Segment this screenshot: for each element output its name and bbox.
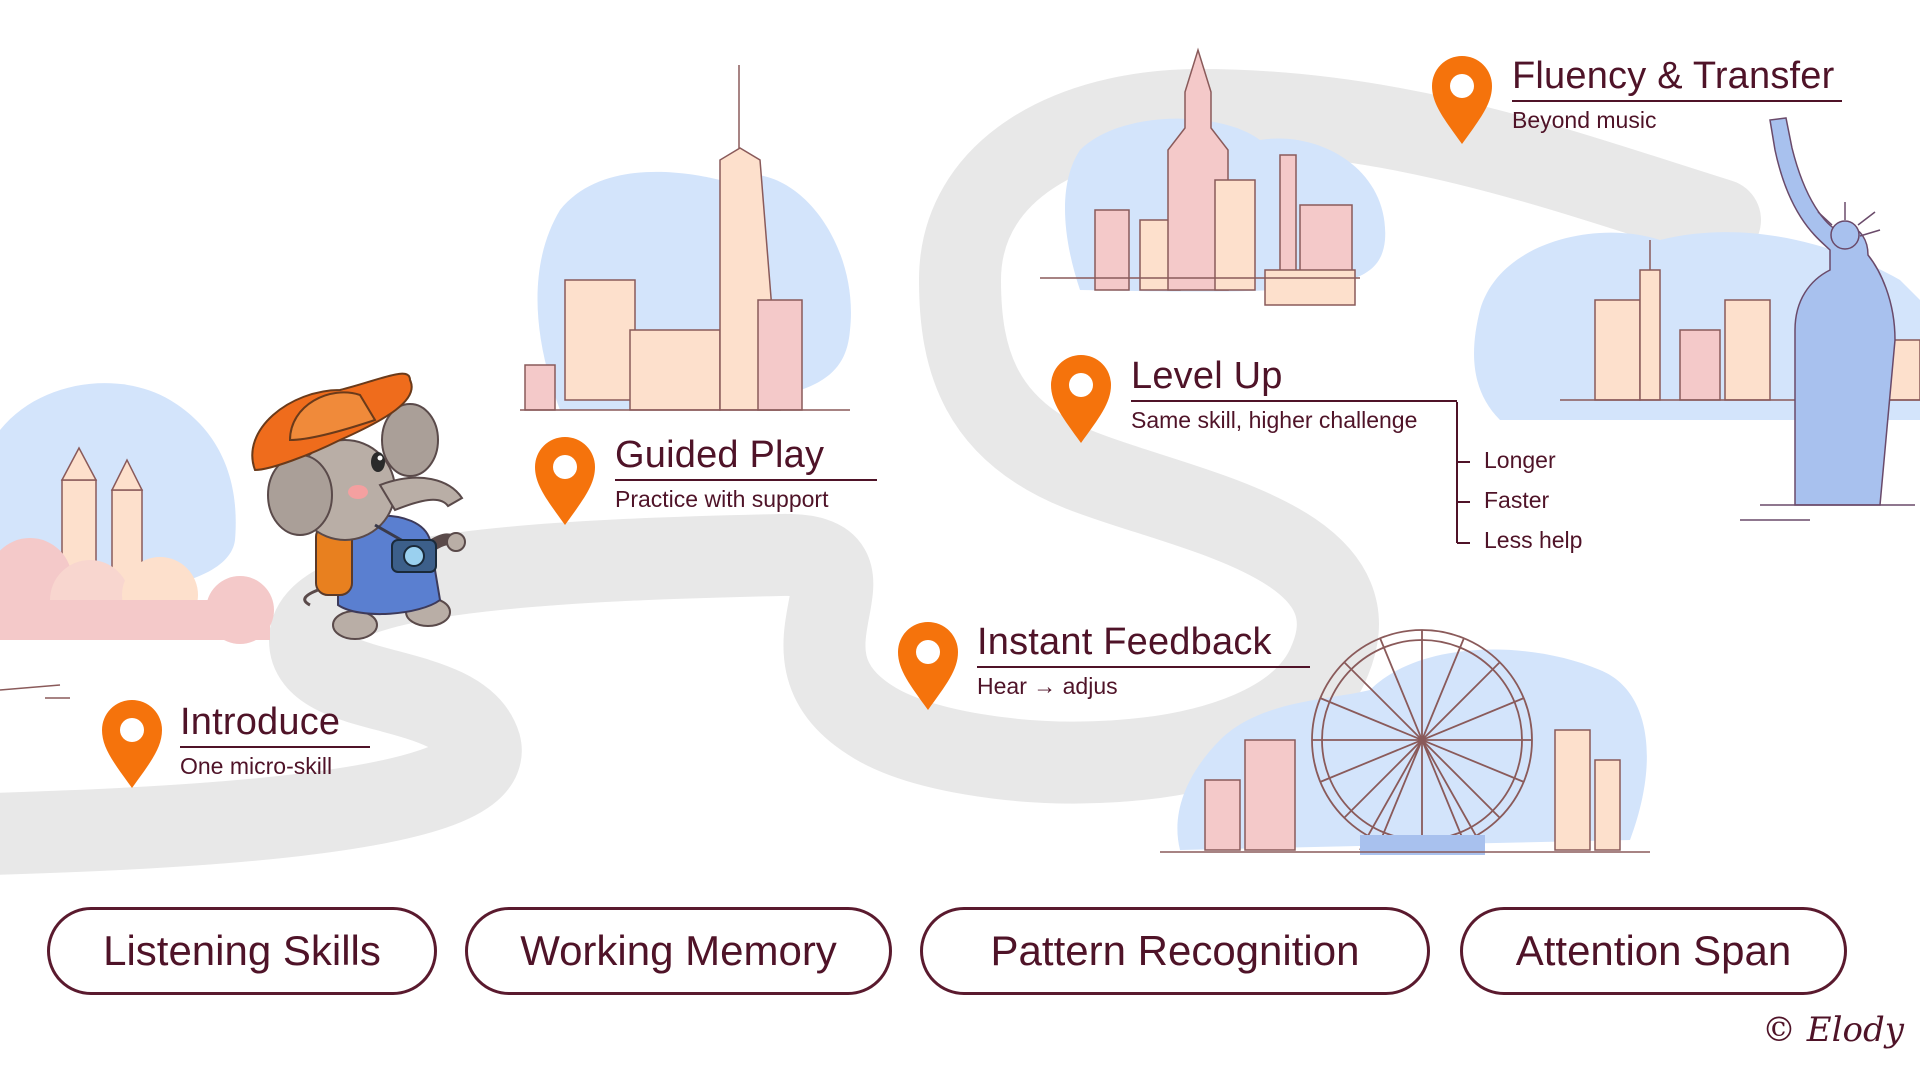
right-skyline [1474,117,1920,521]
level-up-item: Faster [1484,487,1550,513]
stop-introduce: Introduce One micro-skill [180,700,370,780]
stop-title: Introduce [180,701,341,743]
ferris-wheel [1311,629,1533,851]
copyright-mark: © Elody [1762,1010,1904,1050]
stop-instant-feedback: Instant Feedback Hear → adjus [977,620,1310,700]
stop-subtitle: Practice with support [615,479,877,513]
stop-guided-play: Guided Play Practice with support [615,433,877,513]
left-skyline [0,383,274,699]
level-up-item: Longer [1484,447,1556,473]
center-skyline [520,65,851,411]
stop-title: Guided Play [615,434,825,476]
map-pin-icon [1432,56,1492,144]
stop-level-up: Level Up Same skill, higher challenge [1131,354,1457,434]
map-pin-icon [102,700,162,788]
map-pin-icon [898,622,958,710]
level-up-bracket [1456,402,1470,544]
stop-subtitle: Hear → adjus [977,666,1310,700]
stop-title: Fluency & Transfer [1512,55,1835,97]
stop-title: Level Up [1131,355,1283,397]
elephant-mascot [251,372,466,640]
skill-pill-listening: Listening Skills [47,907,437,995]
skill-pill-attention-span: Attention Span [1460,907,1847,995]
skill-pill-pattern-recognition: Pattern Recognition [920,907,1430,995]
stop-fluency-transfer: Fluency & Transfer Beyond music [1512,54,1842,134]
stop-subtitle: One micro-skill [180,746,370,780]
winding-road [0,68,1761,875]
map-pin-icon [535,437,595,525]
stop-title: Instant Feedback [977,621,1272,663]
statue-of-liberty [1740,117,1915,521]
level-up-item: Less help [1484,527,1583,553]
camera-icon [374,523,437,573]
stop-subtitle: Same skill, higher challenge [1131,400,1457,434]
skill-pill-working-memory: Working Memory [465,907,892,995]
stop-subtitle: Beyond music [1512,100,1842,134]
map-pin-icon [1051,355,1111,443]
ferris-wheel-skyline [1160,629,1650,855]
top-skyline [1040,47,1386,306]
